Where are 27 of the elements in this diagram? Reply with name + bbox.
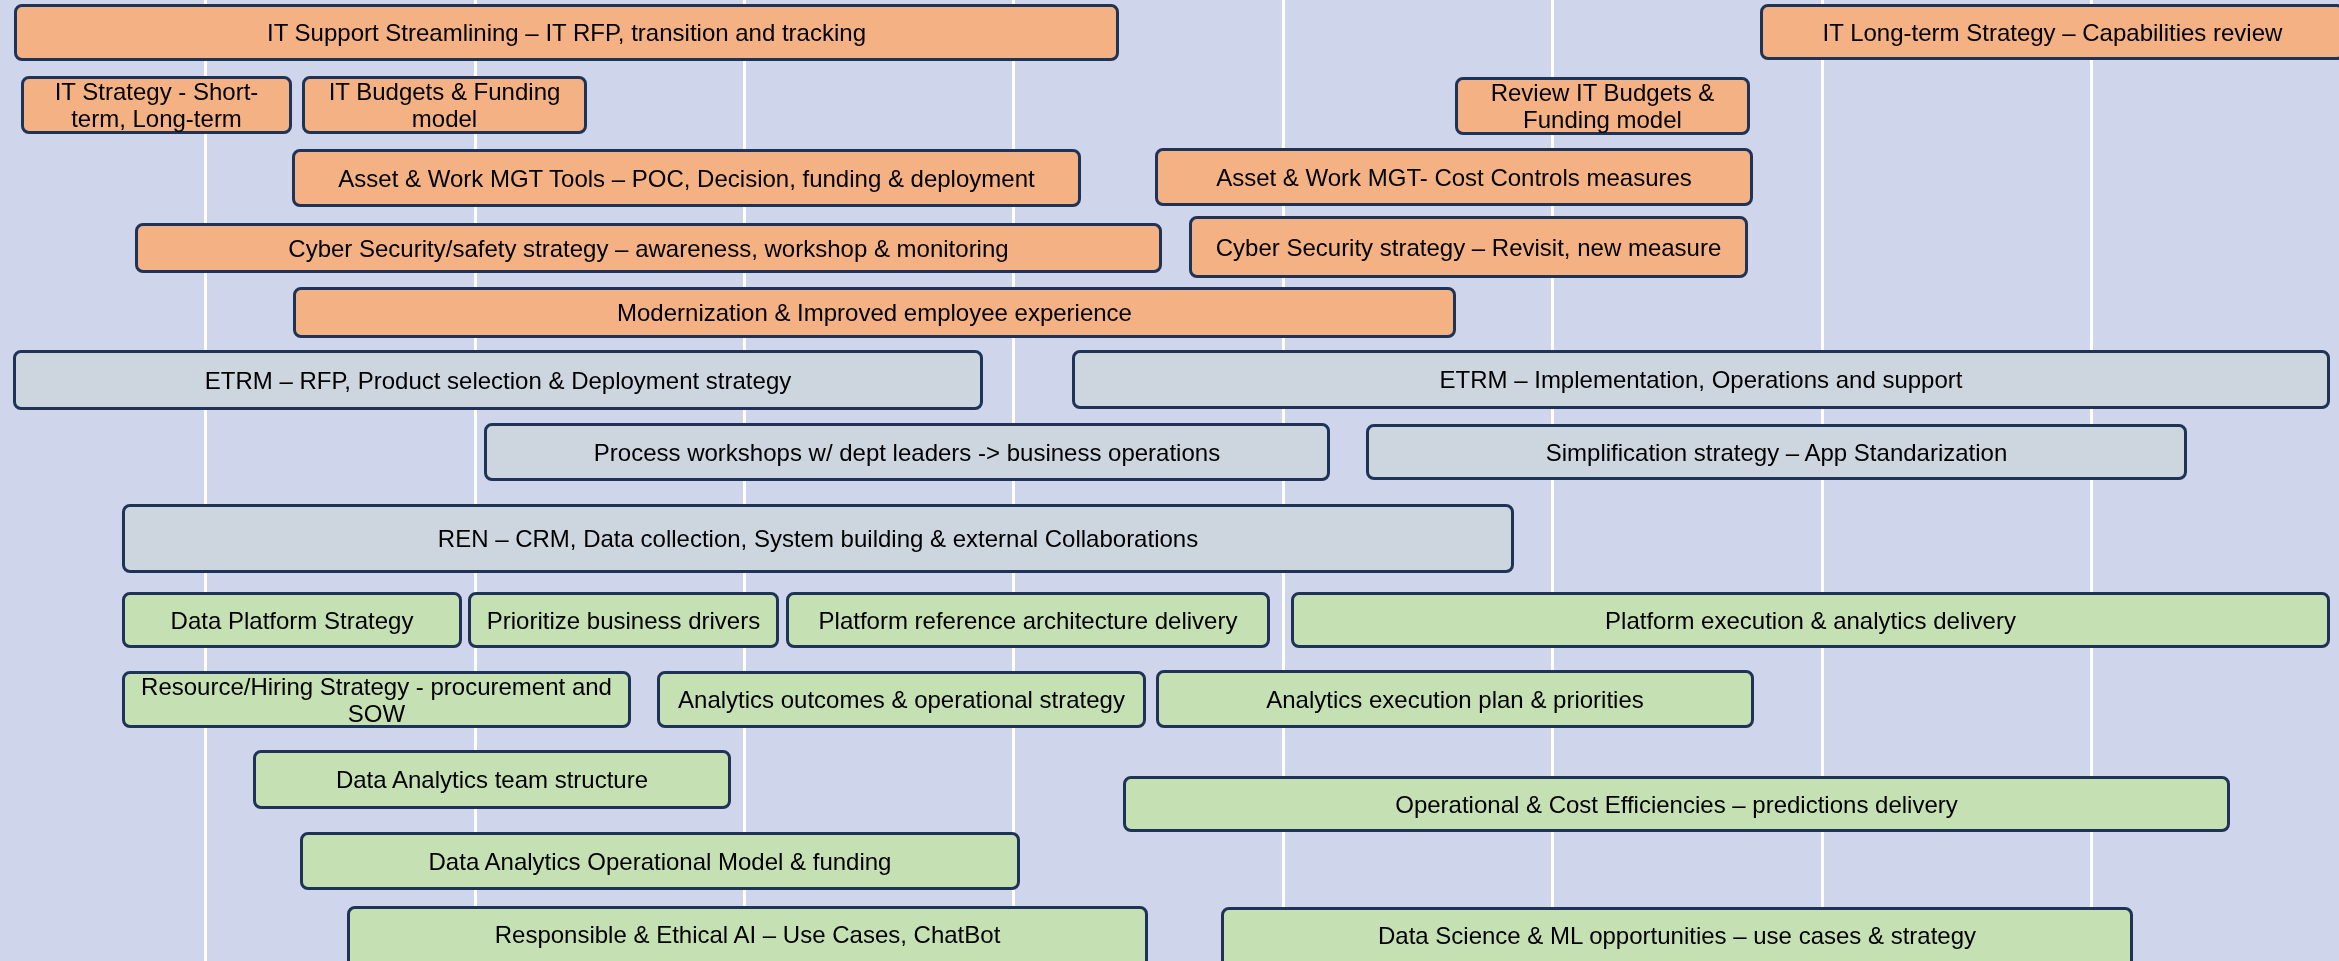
task-bar: Asset & Work MGT Tools – POC, Decision, funding & deployment	[292, 149, 1081, 207]
task-bar: Review IT Budgets & Funding model	[1455, 77, 1750, 135]
task-bar: Data Analytics Operational Model & funding	[300, 832, 1020, 890]
task-bar: Platform execution & analytics delivery	[1291, 592, 2330, 648]
task-bar: Asset & Work MGT- Cost Controls measures	[1155, 148, 1753, 206]
task-bar: Data Science & ML opportunities – use cases & strategy	[1221, 907, 2133, 961]
task-bar: Analytics outcomes & operational strategy	[657, 671, 1146, 728]
task-bar: Data Analytics team structure	[253, 750, 731, 809]
task-bar: IT Support Streamlining – IT RFP, transition and tracking	[14, 4, 1119, 61]
task-bar: ETRM – Implementation, Operations and support	[1072, 350, 2330, 409]
task-bar: Resource/Hiring Strategy - procurement and SOW	[122, 671, 631, 728]
task-bar: IT Budgets & Funding model	[302, 76, 587, 134]
task-bar: IT Long-term Strategy – Capabilities review	[1760, 4, 2339, 60]
task-bar: Prioritize business drivers	[468, 592, 779, 648]
task-bar: Process workshops w/ dept leaders -> business operations	[484, 423, 1330, 481]
task-bar: Operational & Cost Efficiencies – predictions delivery	[1123, 776, 2230, 832]
task-bar: Cyber Security strategy – Revisit, new measure	[1189, 216, 1748, 278]
task-bar: Simplification strategy – App Standarization	[1366, 424, 2187, 480]
task-bar: Modernization & Improved employee experience	[293, 287, 1456, 338]
task-bar: Data Platform Strategy	[122, 592, 462, 648]
task-bar: ETRM – RFP, Product selection & Deployment strategy	[13, 350, 983, 410]
task-bar: REN – CRM, Data collection, System building & external Collaborations	[122, 504, 1514, 573]
task-bar: Analytics execution plan & priorities	[1156, 670, 1754, 728]
task-bar: Responsible & Ethical AI – Use Cases, ChatBot	[347, 906, 1148, 961]
task-bar: Cyber Security/safety strategy – awareness, workshop & monitoring	[135, 223, 1162, 273]
task-bar: Platform reference architecture delivery	[786, 592, 1270, 648]
task-bar: IT Strategy - Short-term, Long-term	[21, 76, 292, 134]
